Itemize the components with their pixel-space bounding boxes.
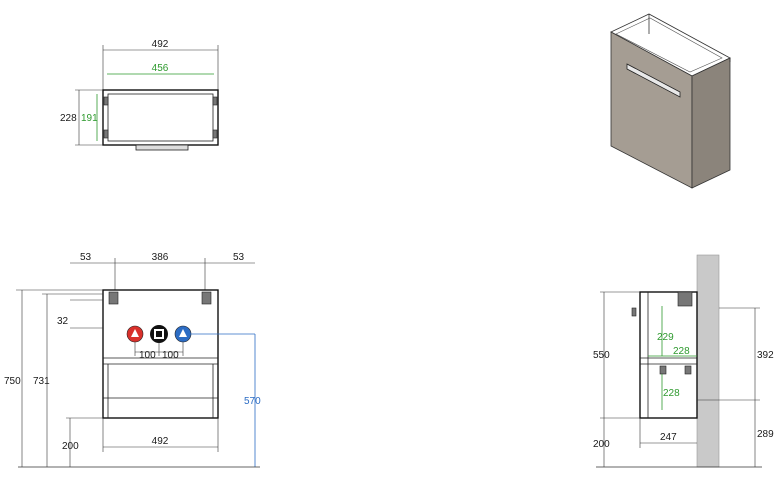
side-cabinet-height-label: 550 <box>593 350 610 361</box>
front-side-right-label: 53 <box>233 252 245 263</box>
isometric-view <box>610 13 731 189</box>
pipe-height-label: 570 <box>244 396 261 407</box>
side-view: 229 228 228 550 200 247 392 289 <box>593 254 774 468</box>
side-right-392-label: 392 <box>757 350 774 361</box>
top-depth-label: 228 <box>60 113 77 124</box>
cabinet-side-face <box>691 57 731 189</box>
handle-plan <box>135 144 189 151</box>
side-mid-228-label: 228 <box>673 346 690 357</box>
side-lower-228-label: 228 <box>663 388 680 399</box>
body-height-label: 731 <box>33 376 50 387</box>
pipe-spacing-right-label: 100 <box>162 350 179 361</box>
floor-gap-label: 200 <box>62 441 79 452</box>
offset-32-label: 32 <box>57 316 69 327</box>
total-height-label: 750 <box>4 376 21 387</box>
top-inner-width-label: 456 <box>152 63 169 74</box>
handle-iso <box>626 63 681 98</box>
front-view: 53 386 53 100 100 32 750 <box>4 252 261 468</box>
front-side-left-label: 53 <box>80 252 92 263</box>
top-width-label: 492 <box>152 39 169 50</box>
side-right-289-label: 289 <box>757 429 774 440</box>
front-bottom-width-label: 492 <box>152 436 169 447</box>
top-view: 492 456 228 191 <box>60 39 219 151</box>
side-depth-label: 247 <box>660 432 677 443</box>
top-inner-depth-label: 191 <box>81 113 98 124</box>
side-upper-229-label: 229 <box>657 332 674 343</box>
front-middle-label: 386 <box>152 252 169 263</box>
side-floor-gap-label: 200 <box>593 439 610 450</box>
wall <box>696 254 720 468</box>
pipe-spacing-left-label: 100 <box>139 350 156 361</box>
